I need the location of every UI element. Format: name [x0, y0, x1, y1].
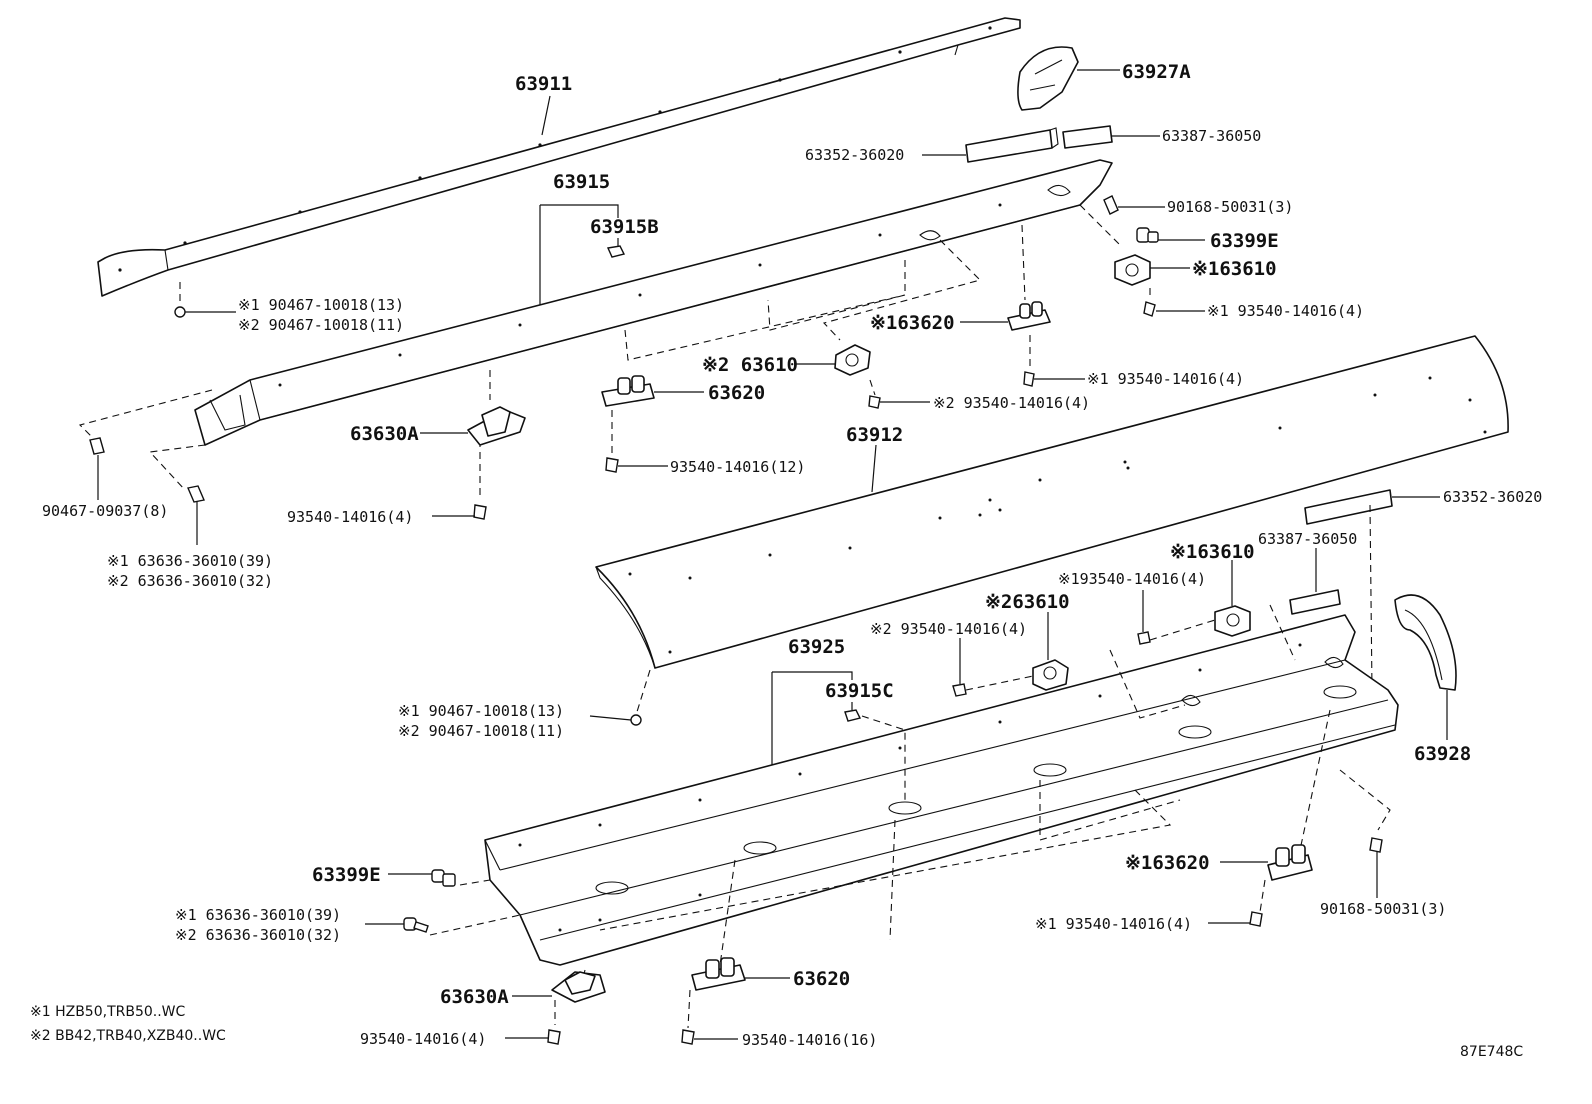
label-93540-r2: ※193540-14016(4): [1058, 570, 1206, 588]
label-63399e-top: 63399E: [1210, 230, 1279, 252]
part-63925-channel: [484, 614, 1399, 966]
label-63387-top: 63387-36050: [1162, 127, 1261, 145]
fastener-90467-09037: [89, 437, 105, 455]
part-63927a-bracket: [1017, 46, 1079, 111]
label-90168-top: 90168-50031(3): [1167, 198, 1293, 216]
fastener-90168-low: [1369, 837, 1383, 853]
label-63912: 63912: [846, 424, 903, 446]
label-63352-top: 63352-36020: [805, 146, 904, 164]
part-63620-mount-upper: [1007, 301, 1051, 331]
part-63620-mount-lower-right: [1267, 844, 1313, 881]
part-63610-bracket-mid: [834, 344, 871, 376]
fastener-93540-r2: [1137, 631, 1151, 645]
label-63610-k2: ※2 63610: [702, 354, 798, 376]
label-93540-4-left: 93540-14016(4): [287, 508, 413, 526]
fastener-93540-mid1: [1023, 371, 1035, 387]
fastener-93540-low4: [547, 1029, 561, 1045]
legend-line-2: ※2 BB42,TRB40,XZB40..WC: [30, 1028, 226, 1044]
label-90467-09037: 90467-09037(8): [42, 502, 168, 520]
fastener-93540-16: [681, 1029, 695, 1045]
part-63610-bracket-right: [1214, 605, 1251, 637]
label-93540-16: 93540-14016(16): [742, 1031, 877, 1049]
labels: 63911 63927A 63387-36050 63352-36020 639…: [42, 61, 1542, 1049]
label-93540-mid1: ※1 93540-14016(4): [1087, 370, 1244, 388]
part-63630a-mount-upper: [467, 406, 526, 446]
label-63620-low: 63620: [793, 968, 850, 990]
label-93540-r1: ※1 93540-14016(4): [1207, 302, 1364, 320]
part-63915c-clip: [844, 709, 862, 722]
fastener-90467-10018-lower: [630, 714, 642, 726]
fastener-63636-left: [187, 485, 205, 503]
label-63927a: 63927A: [1122, 61, 1191, 83]
fastener-93540-mid2: [868, 395, 881, 409]
label-63915b: 63915B: [590, 216, 659, 238]
legend: ※1 HZB50,TRB50..WC ※2 BB42,TRB40,XZB40..…: [30, 1004, 226, 1044]
part-63610-bracket-top: [1114, 254, 1151, 286]
label-63636-1: ※1 63636-36010(39): [107, 552, 273, 570]
part-63610-bracket-right2: [1032, 659, 1069, 691]
label-63630a-top: 63630A: [350, 423, 419, 445]
label-63610-top: ※163610: [1192, 258, 1277, 280]
label-90467-top1: ※1 90467-10018(13): [238, 296, 404, 314]
fastener-63636-low: [403, 917, 429, 933]
fastener-93540-12: [605, 457, 619, 473]
part-63352-block-right: [1304, 489, 1393, 525]
label-63352-right: 63352-36020: [1443, 488, 1542, 506]
fastener-90467-10018-upper: [174, 306, 186, 318]
label-63915: 63915: [553, 171, 610, 193]
label-63915c: 63915C: [825, 680, 894, 702]
part-63352-block-top: [965, 127, 1059, 163]
label-93540-r3: ※2 93540-14016(4): [870, 620, 1027, 638]
label-63911: 63911: [515, 73, 572, 95]
label-63636-2: ※2 63636-36010(32): [107, 572, 273, 590]
label-63925: 63925: [788, 636, 845, 658]
label-63928: 63928: [1414, 743, 1471, 765]
label-63620-low-k1: ※163620: [1125, 852, 1210, 874]
part-63387-block-top: [1062, 125, 1113, 149]
part-63915-channel: [194, 159, 1113, 446]
label-63399e-low: 63399E: [312, 864, 381, 886]
label-63620-mid: 63620: [708, 382, 765, 404]
legend-line-1: ※1 HZB50,TRB50..WC: [30, 1004, 186, 1020]
label-93540-low-k1: ※1 93540-14016(4): [1035, 915, 1192, 933]
part-63915b-clip: [606, 245, 626, 258]
label-93540-low4: 93540-14016(4): [360, 1030, 486, 1048]
fastener-93540-low-k1: [1249, 911, 1263, 927]
diagram-code: 87E748C: [1460, 1044, 1523, 1060]
part-63387-block-right: [1289, 589, 1341, 615]
label-90467-low2: ※2 90467-10018(11): [398, 722, 564, 740]
label-63636-low1: ※1 63636-36010(39): [175, 906, 341, 924]
label-90467-top2: ※2 90467-10018(11): [238, 316, 404, 334]
label-63636-low2: ※2 63636-36010(32): [175, 926, 341, 944]
label-63610-r2: ※263610: [985, 591, 1070, 613]
label-63620-k1: ※163620: [870, 312, 955, 334]
label-93540-mid2: ※2 93540-14016(4): [933, 394, 1090, 412]
label-90168-low: 90168-50031(3): [1320, 900, 1446, 918]
fastener-93540-r3: [952, 683, 967, 697]
label-90467-low1: ※1 90467-10018(13): [398, 702, 564, 720]
fastener-90168-top: [1103, 195, 1119, 215]
fastener-63399e-low: [431, 869, 456, 887]
part-63620-mount-lower: [691, 957, 746, 991]
part-63912-panel: [595, 335, 1509, 669]
fastener-93540-4-left: [473, 504, 487, 520]
part-63911-strip: [97, 17, 1021, 297]
label-63630a-low: 63630A: [440, 986, 509, 1008]
part-63620-mount-mid: [601, 375, 655, 407]
fastener-63399e-top: [1136, 227, 1159, 243]
label-63387-right: 63387-36050: [1258, 530, 1357, 548]
part-63928-bracket: [1394, 594, 1457, 691]
fastener-93540-r1: [1143, 301, 1156, 317]
label-63610-r: ※163610: [1170, 541, 1255, 563]
part-63630a-mount-lower: [551, 971, 606, 1003]
label-93540-12: 93540-14016(12): [670, 458, 805, 476]
